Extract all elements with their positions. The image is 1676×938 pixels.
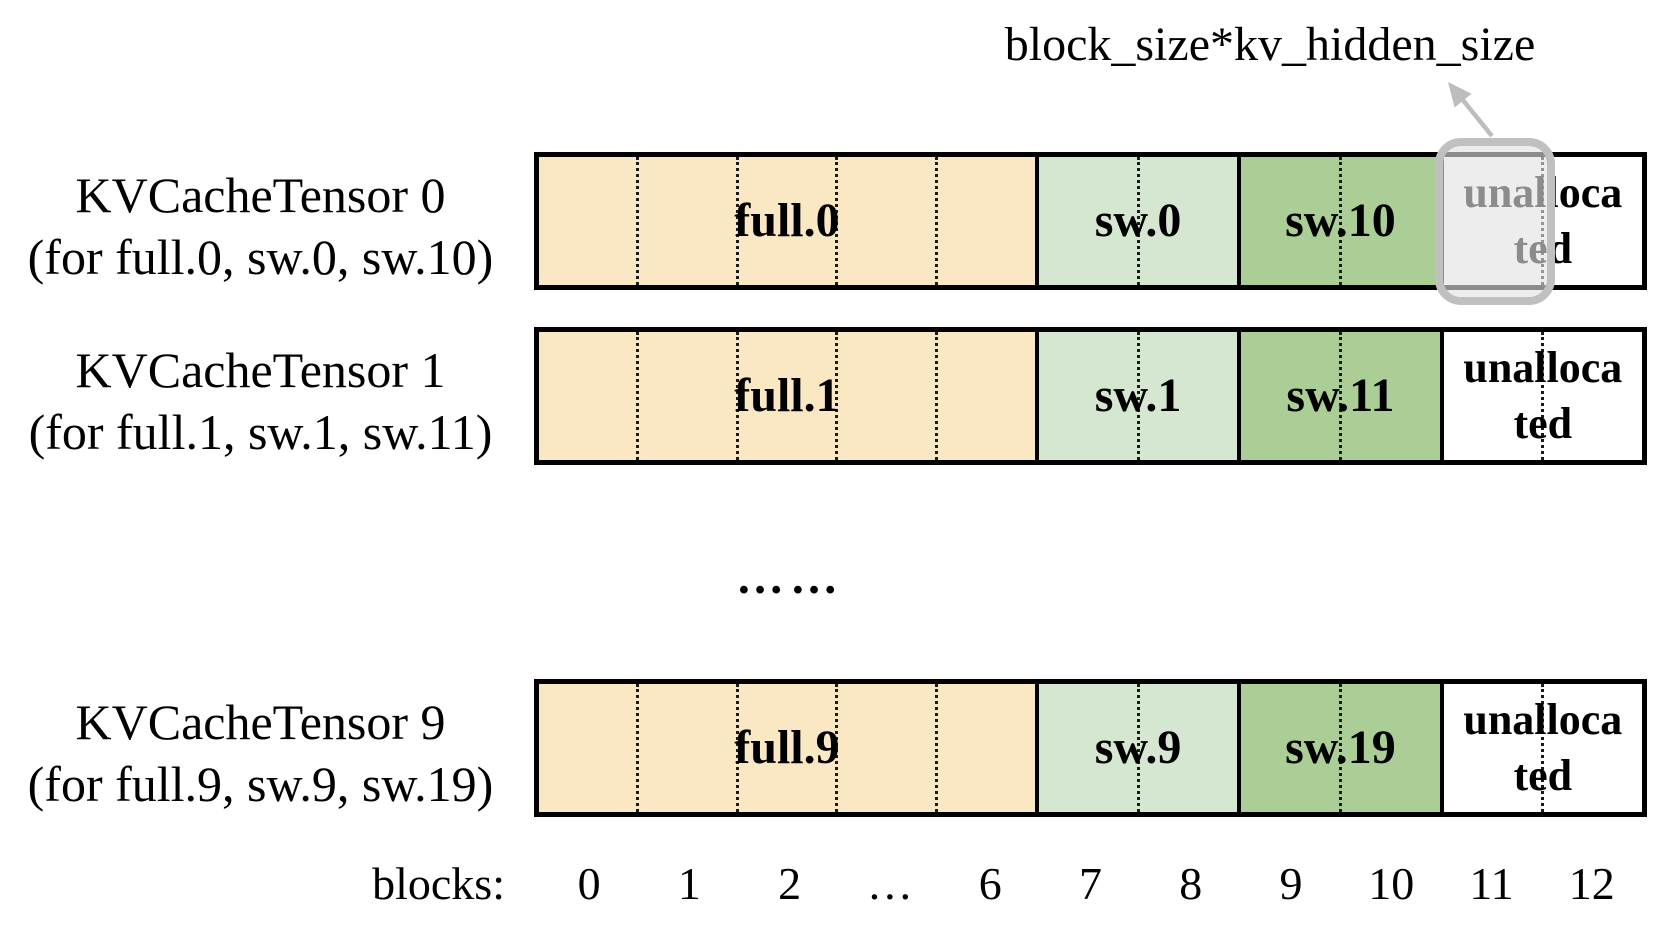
highlighted-block-outline <box>1435 138 1555 305</box>
sliding-window-section-a: sw.9 <box>1034 684 1238 812</box>
block-cell <box>635 157 736 285</box>
block-cell <box>835 684 935 812</box>
unallocated-label: unalloca ted <box>1463 343 1623 448</box>
axis-tick: 6 <box>978 858 1002 909</box>
sw-section-label: sw.1 <box>1094 369 1182 422</box>
kv-cache-tensor-bar: full.1 sw.1 sw.11 unalloca ted <box>534 327 1647 465</box>
block-cell <box>1338 684 1440 812</box>
sliding-window-section-a: sw.1 <box>1034 332 1238 460</box>
sw-section-label: sw.0 <box>1094 194 1182 247</box>
full-section-label: full.0 <box>734 194 840 247</box>
tensor-row-label: KVCacheTensor 9 (for full.9, sw.9, sw.19… <box>8 691 513 815</box>
unallocated-section: unalloca ted <box>1439 684 1642 812</box>
sw-section-label: sw.19 <box>1285 721 1396 774</box>
kv-cache-tensor-bar: full.9 sw.9 sw.19 unalloca ted <box>534 679 1647 817</box>
block-cell <box>1338 157 1440 285</box>
block-cell <box>1541 684 1642 812</box>
tensor-title: KVCacheTensor 1 <box>75 342 446 398</box>
tensor-subtitle: (for full.9, sw.9, sw.19) <box>27 756 494 812</box>
sw-section-label: sw.9 <box>1094 721 1182 774</box>
block-cell <box>635 332 736 460</box>
block-cell <box>835 157 935 285</box>
block-cell <box>1136 684 1238 812</box>
rows-ellipsis: …… <box>736 551 844 604</box>
unallocated-label: unalloca ted <box>1463 695 1623 800</box>
unallocated-section: unalloca ted <box>1439 332 1642 460</box>
tensor-row-label: KVCacheTensor 0 (for full.0, sw.0, sw.10… <box>8 164 513 288</box>
axis-tick: … <box>866 858 913 909</box>
full-attention-section: full.9 <box>539 684 1035 812</box>
axis-tick: 9 <box>1279 858 1303 909</box>
block-cell <box>1136 157 1238 285</box>
axis-tick: 0 <box>577 858 601 909</box>
full-section-label: full.1 <box>734 369 840 422</box>
axis-tick: 2 <box>778 858 802 909</box>
axis-tick: 10 <box>1368 858 1415 909</box>
tensor-title: KVCacheTensor 0 <box>75 167 446 223</box>
axis-tick: 1 <box>677 858 701 909</box>
block-cell <box>1136 332 1238 460</box>
full-attention-section: full.0 <box>539 157 1035 285</box>
block-cell <box>735 157 836 285</box>
sliding-window-section-a: sw.0 <box>1034 157 1238 285</box>
block-cell <box>835 332 935 460</box>
block-cell <box>935 157 1035 285</box>
block-cell <box>735 332 836 460</box>
block-cell <box>935 332 1035 460</box>
axis-tick: 12 <box>1568 858 1615 909</box>
sliding-window-section-b: sw.19 <box>1237 684 1440 812</box>
tensor-row-label: KVCacheTensor 1 (for full.1, sw.1, sw.11… <box>8 339 513 463</box>
blocks-axis-label: blocks: <box>372 858 505 909</box>
sliding-window-section-b: sw.10 <box>1237 157 1440 285</box>
annotation-arrow-icon <box>1448 82 1494 138</box>
axis-tick: 7 <box>1078 858 1102 909</box>
block-cell <box>1541 332 1642 460</box>
tensor-subtitle: (for full.0, sw.0, sw.10) <box>27 229 494 285</box>
block-size-annotation: block_size*kv_hidden_size <box>1004 18 1536 71</box>
sw-section-label: sw.11 <box>1286 369 1395 422</box>
blocks-axis: 0 1 2 … 6 7 8 9 10 11 12 <box>539 856 1642 912</box>
full-section-label: full.9 <box>734 721 840 774</box>
block-cell <box>1338 332 1440 460</box>
block-cell <box>735 684 836 812</box>
block-cell <box>935 684 1035 812</box>
sliding-window-section-b: sw.11 <box>1237 332 1440 460</box>
tensor-subtitle: (for full.1, sw.1, sw.11) <box>28 404 493 460</box>
axis-tick: 8 <box>1179 858 1203 909</box>
tensor-title: KVCacheTensor 9 <box>75 694 446 750</box>
axis-tick: 11 <box>1469 858 1514 909</box>
block-cell <box>635 684 736 812</box>
full-attention-section: full.1 <box>539 332 1035 460</box>
sw-section-label: sw.10 <box>1285 194 1396 247</box>
